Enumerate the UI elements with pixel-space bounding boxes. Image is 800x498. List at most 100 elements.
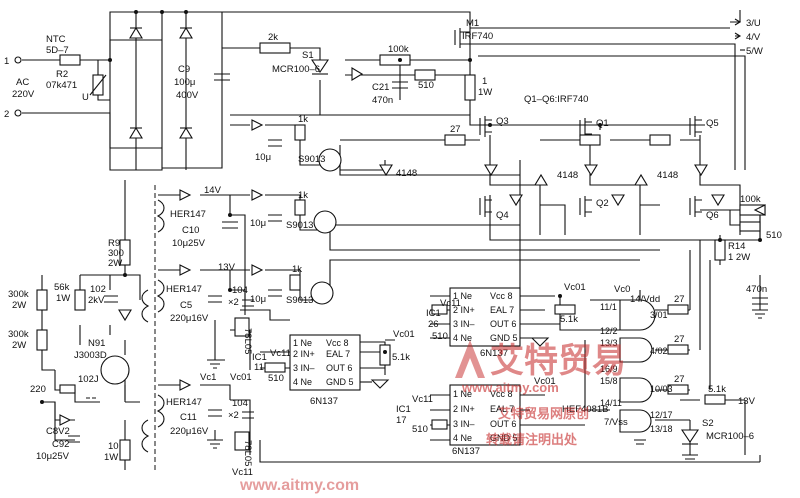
c10-value: 10μ25V	[172, 238, 206, 249]
ic-b-pin6: OUT 6	[490, 319, 516, 329]
resistor-5k1-a	[379, 344, 391, 366]
r-300k-a-w: 2W	[12, 300, 26, 311]
ic-b-pin5: GND 5	[490, 333, 518, 343]
ic-c-r510: 510	[412, 424, 428, 435]
v13-label: 13V	[218, 262, 236, 273]
s2-part: MCR100–6	[706, 431, 754, 442]
r-1k-a-label: 1k	[298, 114, 308, 125]
g3-out: 10/03	[650, 384, 673, 394]
diode-her147-b	[179, 264, 192, 276]
capacitor-104-a	[242, 299, 254, 307]
r14-name: R14	[728, 241, 745, 252]
terminal-1	[14, 56, 22, 64]
resistor-510-top	[414, 69, 436, 81]
r-56k-w: 1W	[56, 293, 70, 304]
reg-b-label: 78L05	[242, 440, 253, 466]
q4-label: Q4	[496, 210, 509, 221]
diode-q5	[694, 164, 708, 177]
r-1k-b-label: 1k	[298, 190, 308, 201]
diode-driver-c	[251, 264, 264, 276]
diode-driver-a	[251, 119, 264, 131]
r-27-g1-label: 27	[674, 294, 685, 305]
capacitor-102	[104, 295, 118, 303]
zener-diode-top	[351, 67, 364, 81]
c-470n-label: 470n	[746, 284, 767, 295]
r-100k-top-label: 100k	[388, 44, 409, 55]
q5-label: Q5	[706, 118, 719, 129]
ic-c-pin4: 4 Ne	[453, 433, 472, 443]
resistor-510-a	[264, 362, 286, 373]
r-300k-b-w: 2W	[12, 340, 26, 351]
r9-v1: 300	[108, 248, 124, 259]
diode-free-2	[611, 194, 625, 207]
ic-c-vc11: Vc11	[412, 394, 433, 405]
ic-b-pin26: 26	[428, 319, 439, 330]
c9-name: C9	[178, 64, 190, 75]
g2-mid: 13/3	[600, 338, 618, 348]
watermark-repost: 转载请注明出处	[486, 432, 578, 447]
ic-b-pin7: EAL 7	[490, 305, 514, 315]
resistor-2k	[259, 42, 291, 54]
ic-b-vc11: Vc11	[440, 298, 461, 309]
c8v2-label: C8V2	[46, 426, 70, 437]
resistor-5k1-b	[554, 304, 576, 315]
winding-14v	[156, 199, 165, 233]
d-a-label: 4148	[396, 168, 417, 179]
q3-label: Q3	[496, 116, 509, 127]
r-1w-a: 1	[482, 76, 487, 87]
terminal-2-label: 2	[4, 109, 9, 120]
r-1w-b: 1W	[478, 87, 492, 98]
winding-13v	[156, 279, 165, 313]
m1-name: M1	[466, 18, 479, 29]
resistor-510-b	[431, 304, 448, 315]
ic-a-r51k: 5.1k	[392, 352, 410, 363]
c11-value: 220μ16V	[170, 426, 209, 437]
transistor-s9013-b	[313, 210, 337, 234]
q-note: Q1–Q6:IRF740	[524, 94, 588, 105]
v14-label: 14V	[204, 185, 222, 196]
resistor-r9	[119, 239, 131, 266]
g4-low: 13/18	[650, 424, 673, 434]
junction-dots	[40, 10, 762, 404]
capacitor-c92	[68, 435, 80, 443]
resistor-q1-gate	[579, 134, 601, 146]
logic-part: HEF4081B	[562, 404, 608, 415]
g2-in: 12/2	[600, 326, 618, 336]
t-c-label: S9013	[286, 295, 313, 306]
diode-snubber	[118, 309, 132, 322]
resistor-510-right	[739, 221, 761, 232]
r-56k-label: 56k	[54, 282, 70, 293]
scr-s1	[310, 59, 330, 73]
r-300k-b-label: 300k	[8, 329, 29, 340]
watermark-brand: 艾特贸易	[490, 342, 626, 380]
ic-a-pin1: 1 Ne	[293, 338, 312, 348]
ic-b-r510: 510	[432, 331, 448, 342]
r14-value: 1 2W	[728, 252, 750, 263]
ic-c-pin3: 3 IN–	[453, 419, 475, 429]
mosfet-q5	[689, 116, 702, 137]
x2-a-label: ×2	[228, 297, 239, 308]
ic-c-vc01: Vc01	[534, 376, 556, 387]
r-220-label: 220	[30, 384, 46, 395]
terminal-1-label: 1	[4, 56, 9, 67]
and-gate-3	[619, 377, 653, 403]
mosfet-q1	[579, 118, 592, 139]
diode-q1	[584, 164, 598, 177]
ic-b-ic1: IC1	[426, 308, 441, 319]
logic-vss: 7/Vss	[604, 417, 628, 428]
c10-name: C10	[182, 225, 199, 236]
x2-b-label: ×2	[228, 410, 239, 421]
q1-label: Q1	[596, 118, 609, 129]
ic-c-pin8: Vcc 8	[490, 389, 513, 399]
ntc-name: NTC	[46, 34, 66, 45]
ic-b-part: 6N137	[480, 348, 508, 359]
t-b-label: S9013	[286, 220, 313, 231]
ic-b-r51k: 5.1k	[560, 314, 578, 325]
g1-out: 3/01	[650, 310, 668, 320]
ground-symbols	[207, 309, 768, 460]
mosfet-m1	[454, 28, 470, 48]
r-300k-a-label: 300k	[8, 289, 29, 300]
watermark-logo-icon	[455, 340, 485, 378]
diode-4148-a	[379, 164, 393, 177]
diode-her147-c	[179, 379, 192, 391]
